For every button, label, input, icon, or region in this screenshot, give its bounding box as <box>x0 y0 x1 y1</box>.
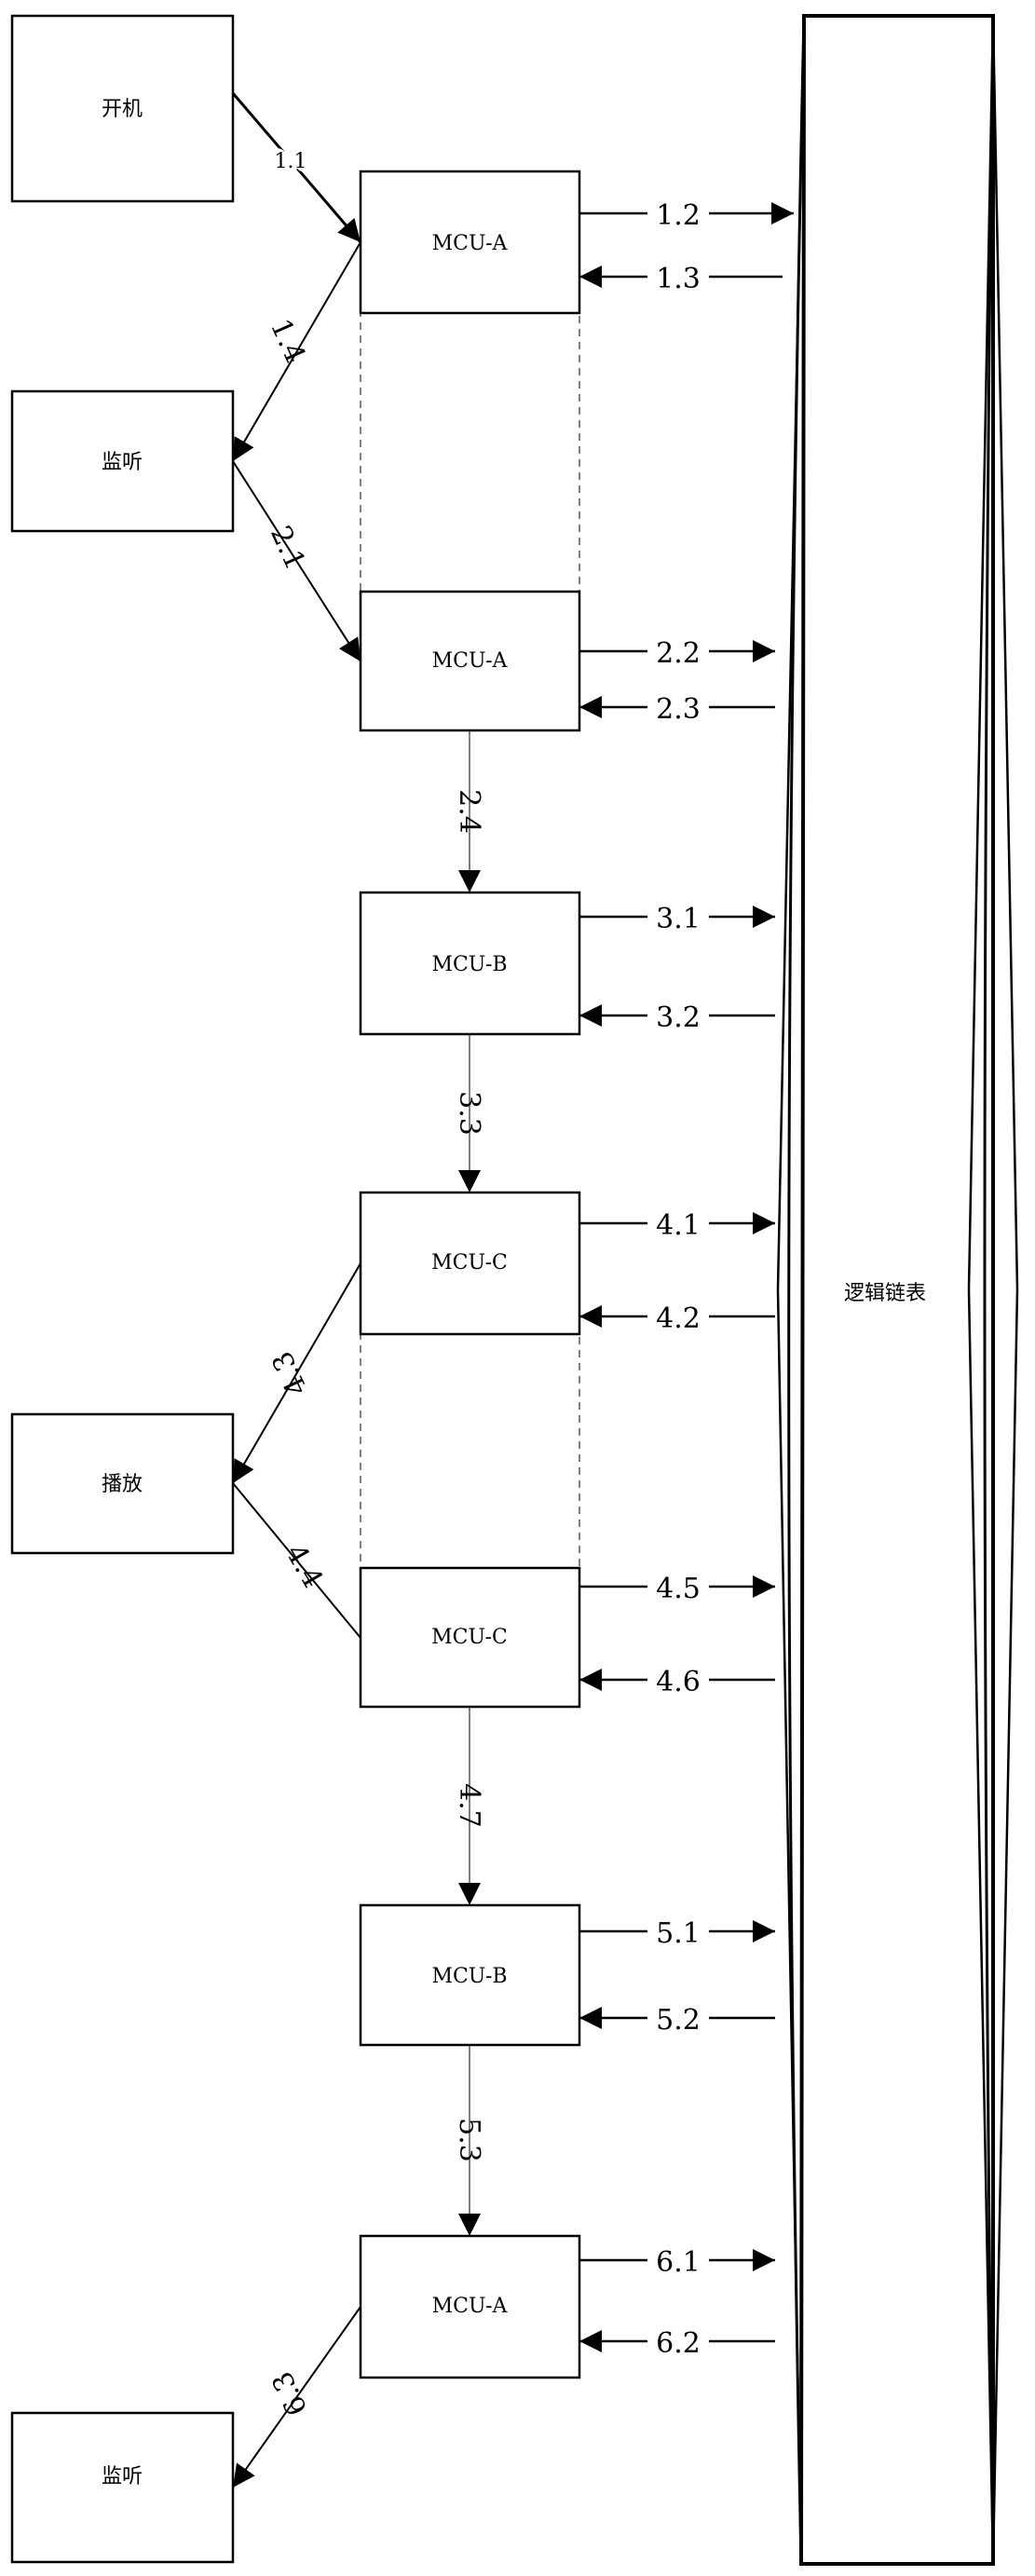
step-label-1-1: 1.1 <box>275 150 307 173</box>
step-label-5-3: 5.3 <box>453 2118 485 2162</box>
action-box-power-on: 开机 <box>10 14 235 203</box>
step-label-4-1: 4.1 <box>656 1209 701 1242</box>
mcu-box-a-2: MCU-A <box>359 590 581 732</box>
step-label-2-1: 2.1 <box>264 521 311 575</box>
step-label-2-2: 2.2 <box>656 637 701 670</box>
svg-text:MCU-B: MCU-B <box>431 1965 507 1988</box>
logical-list-label: 逻辑链表 <box>844 1282 926 1305</box>
step-label-6-1: 6.1 <box>656 2246 701 2279</box>
step-label-6-2: 6.2 <box>656 2327 701 2360</box>
step-label-4-7: 4.7 <box>453 1783 485 1828</box>
mcu-c-hold-region <box>360 1333 580 1569</box>
svg-text:MCU-A: MCU-A <box>432 2295 509 2318</box>
step-label-4-6: 4.6 <box>656 1666 701 1698</box>
svg-text:MCU-C: MCU-C <box>431 1251 508 1274</box>
svg-text:MCU-A: MCU-A <box>432 649 509 673</box>
step-label-3-2: 3.2 <box>656 1002 701 1034</box>
action-box-listen: 监听 <box>10 389 235 533</box>
step-label-6-3: 6.3 <box>266 2366 314 2420</box>
step-label-5-1: 5.1 <box>656 1917 701 1950</box>
mcu-box-b-2: MCU-B <box>359 1903 581 2047</box>
mcu-box-c-1: MCU-C <box>359 1191 581 1336</box>
step-label-1-2: 1.2 <box>656 199 701 232</box>
svg-text:MCU-B: MCU-B <box>431 953 507 976</box>
svg-text:00000: 00000 <box>258 150 323 173</box>
step-label-5-2: 5.2 <box>656 2004 701 2037</box>
arrow-1-1 <box>231 92 362 243</box>
step-label-1-3: 1.3 <box>656 263 701 295</box>
mcu-box-b-1: MCU-B <box>359 891 581 1036</box>
step-label-2-4: 2.4 <box>453 789 485 834</box>
arrow-4-3 <box>232 1262 361 1484</box>
step-label-1-4: 1.4 <box>264 314 311 368</box>
svg-text:开机: 开机 <box>102 98 143 121</box>
step-label-3-3: 3.3 <box>453 1091 485 1136</box>
step-label-3-1: 3.1 <box>656 903 701 935</box>
mcu-box-a-1: MCU-A <box>359 170 581 315</box>
logical-list-shape: 逻辑链表 <box>776 14 1019 2566</box>
svg-text:监听: 监听 <box>102 2465 143 2488</box>
mcu-box-a-3: MCU-A <box>359 2234 581 2379</box>
svg-text:MCU-A: MCU-A <box>432 232 509 255</box>
step-label-4-2: 4.2 <box>656 1302 701 1335</box>
mcu-box-c-2: MCU-C <box>359 1566 581 1709</box>
svg-text:监听: 监听 <box>102 451 143 474</box>
action-box-play: 播放 <box>10 1412 235 1555</box>
arrow-1-4 <box>232 241 361 462</box>
svg-text:MCU-C: MCU-C <box>431 1626 508 1649</box>
arrow-6-3 <box>232 2306 361 2488</box>
svg-text:播放: 播放 <box>102 1473 143 1496</box>
action-box-listen-final: 监听 <box>10 2411 235 2564</box>
step-label-4-5: 4.5 <box>656 1573 701 1605</box>
arrow-2-1 <box>232 460 361 662</box>
mcu-a-hold-region <box>360 312 580 593</box>
step-label-2-3: 2.3 <box>656 693 701 726</box>
link-4-4 <box>232 1482 361 1639</box>
